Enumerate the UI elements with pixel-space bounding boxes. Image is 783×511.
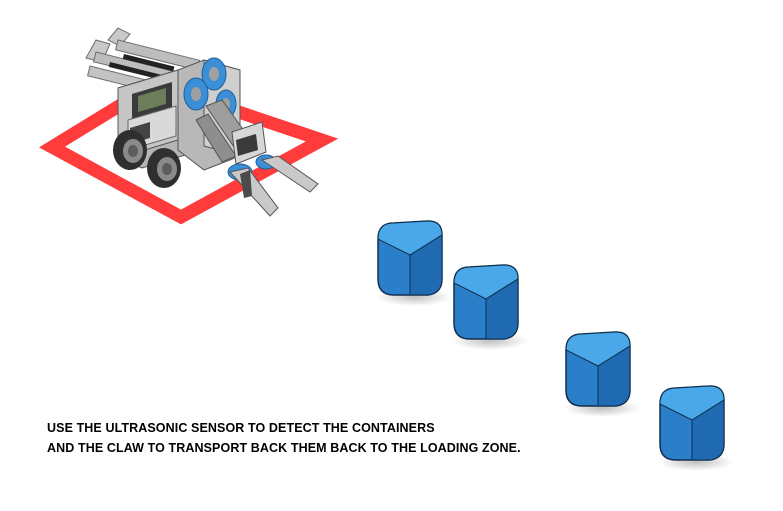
ultrasonic-sensor-icon (231, 121, 267, 165)
wheel-icon (113, 130, 147, 170)
instructions-line-2: AND THE CLAW TO TRANSPORT BACK THEM BACK… (47, 441, 521, 455)
robot-with-claw-icon (85, 27, 319, 217)
cube-container-icon (452, 264, 528, 350)
cube-container-icon (658, 385, 734, 471)
gear-icon (183, 77, 209, 111)
instructions-line-1: USE THE ULTRASONIC SENSOR TO DETECT THE … (47, 421, 435, 435)
gear-icon (201, 57, 227, 91)
claw-icon (227, 154, 319, 217)
cube-container-icon (564, 331, 640, 417)
cube-container-icon (376, 220, 452, 306)
instructions-text: USE THE ULTRASONIC SENSOR TO DETECT THE … (47, 418, 687, 458)
wheel-icon (147, 148, 181, 188)
